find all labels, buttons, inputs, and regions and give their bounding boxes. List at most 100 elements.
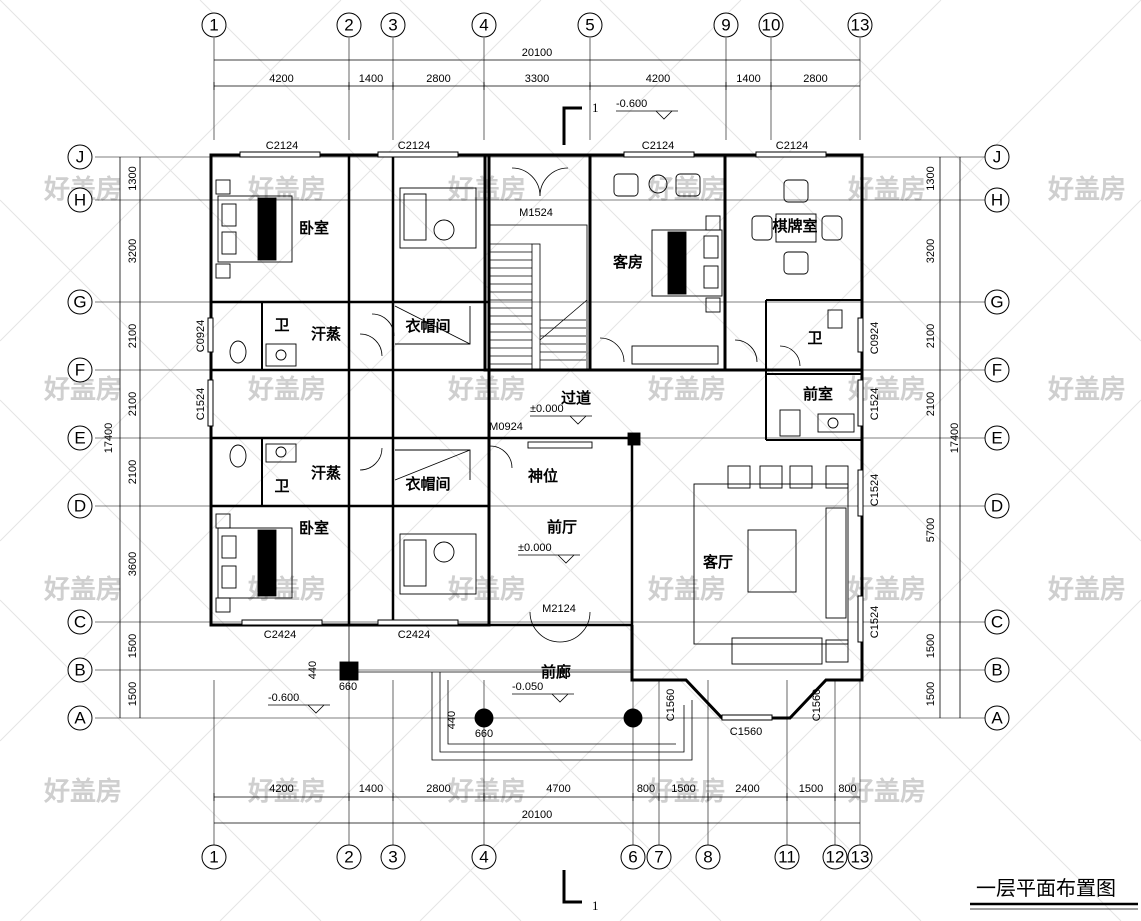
watermark-text: 好盖房	[43, 776, 122, 807]
dim-bottom-segment: 1500	[799, 783, 823, 795]
axis-gridlines	[95, 38, 985, 845]
svg-text:A: A	[74, 709, 86, 728]
svg-text:G: G	[990, 293, 1003, 312]
svg-text:-0.050: -0.050	[512, 681, 543, 693]
dim-top-segment: 4200	[646, 73, 670, 85]
svg-text:2: 2	[344, 16, 353, 35]
watermark-text: 好盖房	[847, 174, 926, 205]
axis-bubble-left: H	[67, 187, 93, 213]
opening-code: C2424	[264, 629, 296, 641]
section-marker-top: 1	[592, 100, 599, 115]
dim-right-segment: 2100	[925, 324, 937, 348]
axis-bubble-right: G	[984, 289, 1010, 315]
svg-text:±0.000: ±0.000	[530, 403, 564, 415]
opening-code: C1560	[665, 689, 677, 721]
opening-code: C2124	[266, 140, 298, 152]
room-label: 衣帽间	[405, 475, 450, 493]
room-label: 前厅	[547, 518, 577, 536]
dim-bottom-segment: 1400	[359, 783, 383, 795]
watermark-text: 好盖房	[247, 374, 326, 405]
dim-top-segment: 4200	[269, 73, 293, 85]
axis-bubble-right: F	[984, 357, 1010, 383]
dim-right-segment: 2100	[925, 392, 937, 416]
axis-bubble-right: H	[984, 187, 1010, 213]
axis-bubble-right: D	[984, 493, 1010, 519]
room-label: 衣帽间	[405, 317, 450, 335]
watermark-text: 好盖房	[1047, 174, 1126, 205]
dim-bottom-segment: 2400	[735, 783, 759, 795]
axis-bubble-bottom: 2	[336, 844, 362, 870]
axis-bubble-left: C	[67, 609, 93, 635]
svg-text:12: 12	[826, 848, 845, 867]
room-label: 过道	[561, 389, 591, 407]
dim-right-segment: 1300	[925, 166, 937, 190]
axis-bubble-right: A	[984, 705, 1010, 731]
svg-text:4: 4	[479, 848, 488, 867]
elevation-marks: -0.600 ±0.000 ±0.000 -0.050 -0.600	[268, 98, 678, 714]
svg-text:2: 2	[344, 848, 353, 867]
watermark-text: 好盖房	[447, 174, 526, 205]
dim-bottom-segment: 4200	[269, 783, 293, 795]
dim-bottom-segment: 800	[838, 783, 856, 795]
opening-code: C2124	[642, 140, 674, 152]
svg-text:7: 7	[654, 848, 663, 867]
room-label: 卫	[274, 477, 289, 495]
watermark-text: 好盖房	[647, 374, 726, 405]
axis-bubble-bottom: 11	[774, 844, 800, 870]
elevation-mark: ±0.000	[518, 542, 580, 564]
opening-code: C0924	[195, 320, 207, 352]
elevation-mark: ±0.000	[530, 403, 592, 425]
svg-text:-0.600: -0.600	[616, 98, 647, 110]
axis-bubble-left: F	[67, 357, 93, 383]
doors	[359, 167, 801, 643]
dim-bottom-segment: 4700	[546, 783, 570, 795]
axis-bubble-bottom: 4	[471, 844, 497, 870]
dim-right-segment: 3200	[925, 239, 937, 263]
column-note: 660	[339, 681, 357, 693]
axis-bubble-bottom: 13	[847, 844, 873, 870]
room-label: 棋牌室	[772, 217, 817, 235]
dim-bottom-segment: 800	[637, 783, 655, 795]
watermark-text: 好盖房	[247, 776, 326, 807]
dim-left-segment: 1300	[127, 166, 139, 190]
axis-bubble-bottom: 8	[695, 844, 721, 870]
watermark-text: 好盖房	[1047, 574, 1126, 605]
dim-bottom-segment: 1500	[671, 783, 695, 795]
svg-text:9: 9	[721, 16, 730, 35]
svg-text:B: B	[991, 661, 1002, 680]
axis-bubble-bottom: 12	[822, 844, 848, 870]
svg-text:±0.000: ±0.000	[518, 542, 552, 554]
axis-bubble-top: 4	[471, 12, 497, 38]
svg-text:3: 3	[388, 848, 397, 867]
walls	[209, 153, 864, 761]
watermark-text: 好盖房	[647, 776, 726, 807]
dim-top-total: 20100	[522, 47, 553, 59]
opening-code: C0924	[869, 322, 881, 354]
axis-bubble-top: 1	[201, 12, 227, 38]
opening-code: C1524	[869, 606, 881, 638]
drawing-title: 一层平面布置图	[976, 876, 1116, 900]
watermark-text: 好盖房	[647, 574, 726, 605]
opening-code: C2424	[398, 629, 430, 641]
elevation-mark: -0.600	[268, 692, 330, 714]
dim-left-segment: 3200	[127, 239, 139, 263]
dim-top-segment: 2800	[803, 73, 827, 85]
room-label: 客厅	[702, 553, 733, 571]
axis-bubble-top: 13	[847, 12, 873, 38]
room-label: 汗蒸	[311, 325, 341, 343]
dim-bottom-segment: 2800	[426, 783, 450, 795]
opening-code: C2124	[398, 140, 430, 152]
room-label: 卫	[274, 316, 289, 334]
axis-bubble-bottom: 1	[201, 844, 227, 870]
watermark-text: 好盖房	[1047, 374, 1126, 405]
svg-text:F: F	[75, 361, 85, 380]
dim-right-segment: 1500	[925, 634, 937, 658]
axis-bubble-right: C	[984, 609, 1010, 635]
svg-text:4: 4	[479, 16, 488, 35]
svg-text:H: H	[74, 191, 86, 210]
axis-bubble-left: B	[67, 657, 93, 683]
column-note: 660	[475, 728, 493, 740]
